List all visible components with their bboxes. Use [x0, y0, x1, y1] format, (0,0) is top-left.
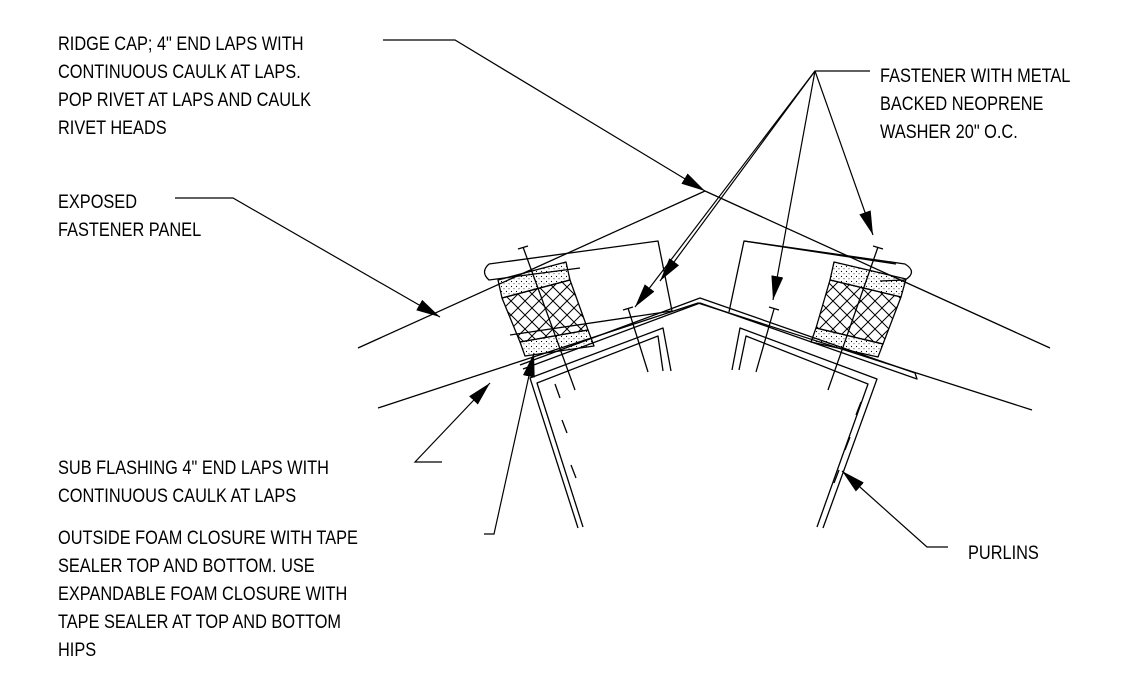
- purlin-right: [731, 327, 878, 529]
- foam-closure-note: OUTSIDE FOAM CLOSURE WITH TAPE SEALER TO…: [58, 528, 358, 661]
- purlin-right-inner: [738, 335, 869, 528]
- purlins-note: PURLINS: [968, 543, 1039, 564]
- tape-sealer-bottom-right: [810, 327, 884, 358]
- fastener-note: FASTENER WITH METAL BACKED NEOPRENE WASH…: [880, 66, 1071, 143]
- tape-sealer-bottom-left: [519, 329, 595, 357]
- leader-foam-closure: [484, 352, 535, 535]
- exposed-panel-note: EXPOSED FASTENER PANEL: [58, 192, 202, 241]
- exposed-fastener-panel: [377, 302, 1033, 411]
- fastener-right-long: [827, 246, 879, 391]
- ridge-cap: [357, 190, 1051, 349]
- leader-ridge-cap: [383, 39, 706, 192]
- sub-flashing: [519, 297, 918, 380]
- leader-fastener-right-long: [814, 70, 874, 236]
- leader-purlins: [841, 470, 948, 548]
- fastener-left-long: [522, 246, 576, 391]
- ridge-cap-note: RIDGE CAP; 4" END LAPS WITH CONTINUOUS C…: [58, 34, 312, 139]
- leader-fastener-left-short: [659, 70, 816, 282]
- fastener-left-short: [627, 307, 649, 373]
- purlin-left: [529, 327, 672, 529]
- leader-exposed-panel: [175, 197, 441, 318]
- leader-fastener-right-short: [771, 70, 816, 301]
- sub-flashing-note: SUB FLASHING 4" END LAPS WITH CONTINUOUS…: [58, 458, 329, 507]
- purlin-left-inner: [536, 335, 664, 528]
- leader-sub-flashing: [413, 382, 491, 463]
- ridge-cap-hem-left: [483, 263, 581, 281]
- fastener-right-short: [755, 308, 775, 373]
